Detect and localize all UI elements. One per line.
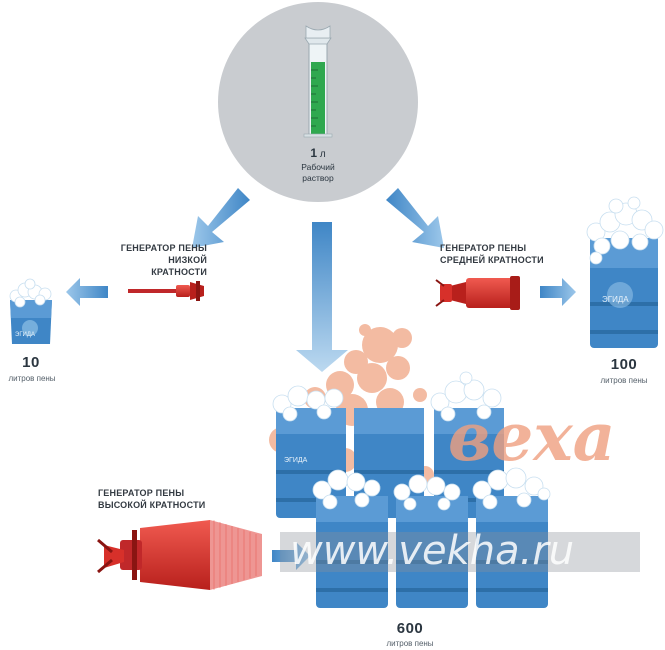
high-unit: литров пены	[386, 639, 434, 648]
high-barrels-icon	[272, 371, 551, 608]
center-amount: 1 л	[293, 146, 343, 160]
high-generator-icon	[97, 520, 262, 590]
medium-barrel-brand: ЭГИДА	[602, 295, 629, 304]
medium-unit: литров пены	[600, 376, 648, 385]
high-amount: 600	[396, 620, 424, 637]
center-label-line1: Рабочий	[301, 162, 335, 172]
center-amount-number: 1	[310, 146, 318, 160]
low-title-line2: НИЗКОЙ КРАТНОСТИ	[151, 255, 207, 277]
low-barrel-brand: ЭГИДА	[15, 332, 35, 338]
arrow-to-low-icon	[192, 188, 250, 248]
low-generator-icon	[128, 281, 204, 301]
center-label-line2: раствор	[302, 173, 334, 183]
low-barrel-icon: ЭГИДА	[9, 278, 52, 344]
high-title-line2: ВЫСОКОЙ КРАТНОСТИ	[98, 500, 206, 510]
watermark-logo: веха	[448, 398, 616, 476]
low-title-line1: ГЕНЕРАТОР ПЕНЫ	[120, 243, 207, 253]
medium-title-line2: СРЕДНЕЙ КРАТНОСТИ	[440, 255, 544, 265]
medium-title-line1: ГЕНЕРАТОР ПЕНЫ	[440, 243, 527, 253]
high-barrel-brand: ЭГИДА	[284, 457, 308, 464]
arrow-to-medium-icon	[386, 188, 444, 248]
medium-generator-title: ГЕНЕРАТОР ПЕНЫ СРЕДНЕЙ КРАТНОСТИ	[440, 242, 570, 266]
arrow-to-high-icon	[296, 222, 348, 372]
low-amount: 10	[22, 354, 40, 371]
low-generator-title: ГЕНЕРАТОР ПЕНЫ НИЗКОЙ КРАТНОСТИ	[117, 242, 207, 278]
medium-barrel-icon: ЭГИДА	[586, 196, 664, 348]
low-output-arrow-icon	[66, 278, 108, 306]
measuring-cylinder-icon	[303, 25, 333, 138]
watermark-url: www.vekha.ru	[290, 528, 575, 574]
watermark-url-band	[280, 532, 640, 572]
high-title-line1: ГЕНЕРАТОР ПЕНЫ	[98, 488, 185, 498]
medium-amount: 100	[610, 356, 638, 373]
medium-generator-icon	[435, 276, 520, 310]
center-label: Рабочий раствор	[283, 162, 353, 184]
high-output-arrow-icon	[272, 542, 310, 570]
low-unit: литров пены	[8, 374, 56, 383]
center-amount-unit: л	[319, 149, 326, 160]
medium-output-arrow-icon	[540, 278, 576, 306]
high-generator-title: ГЕНЕРАТОР ПЕНЫ ВЫСОКОЙ КРАТНОСТИ	[98, 487, 228, 511]
